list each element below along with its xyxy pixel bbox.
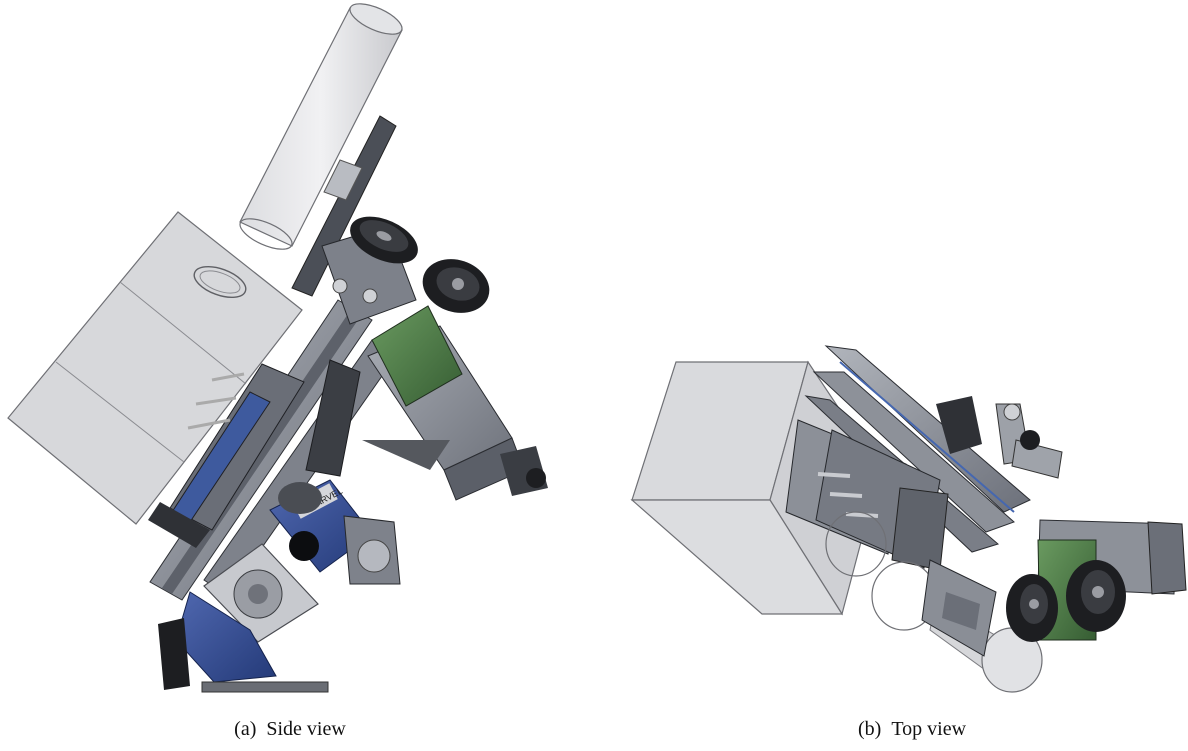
subfigure-caption-b: Top view — [891, 718, 967, 740]
carriage-plates — [148, 363, 305, 548]
cylinder-part — [239, 3, 403, 250]
wheel-left — [1006, 574, 1058, 642]
top-view-render — [630, 345, 1187, 693]
translucent-box — [7, 211, 303, 525]
wheel-upper-left — [350, 216, 418, 264]
bottom-side-plate — [921, 559, 997, 657]
subfigure-label-a: (a) — [234, 718, 257, 740]
subfigure-label-b: (b) — [857, 718, 882, 740]
wheel-right — [1066, 560, 1126, 632]
subfigure-caption-a: Side view — [266, 718, 346, 740]
side-view-figure: VARVEL — [0, 0, 600, 700]
side-view-render: VARVEL — [7, 3, 548, 693]
top-view-figure — [600, 0, 1188, 700]
caption-side-view: (a) Side view — [140, 718, 440, 741]
lower-drive-assembly: VARVEL — [158, 479, 401, 693]
wheel-upper-right — [422, 259, 490, 313]
caption-top-view: (b) Top view — [762, 718, 1062, 741]
mounting-plate — [291, 115, 397, 297]
upper-motor-assembly — [321, 225, 548, 501]
